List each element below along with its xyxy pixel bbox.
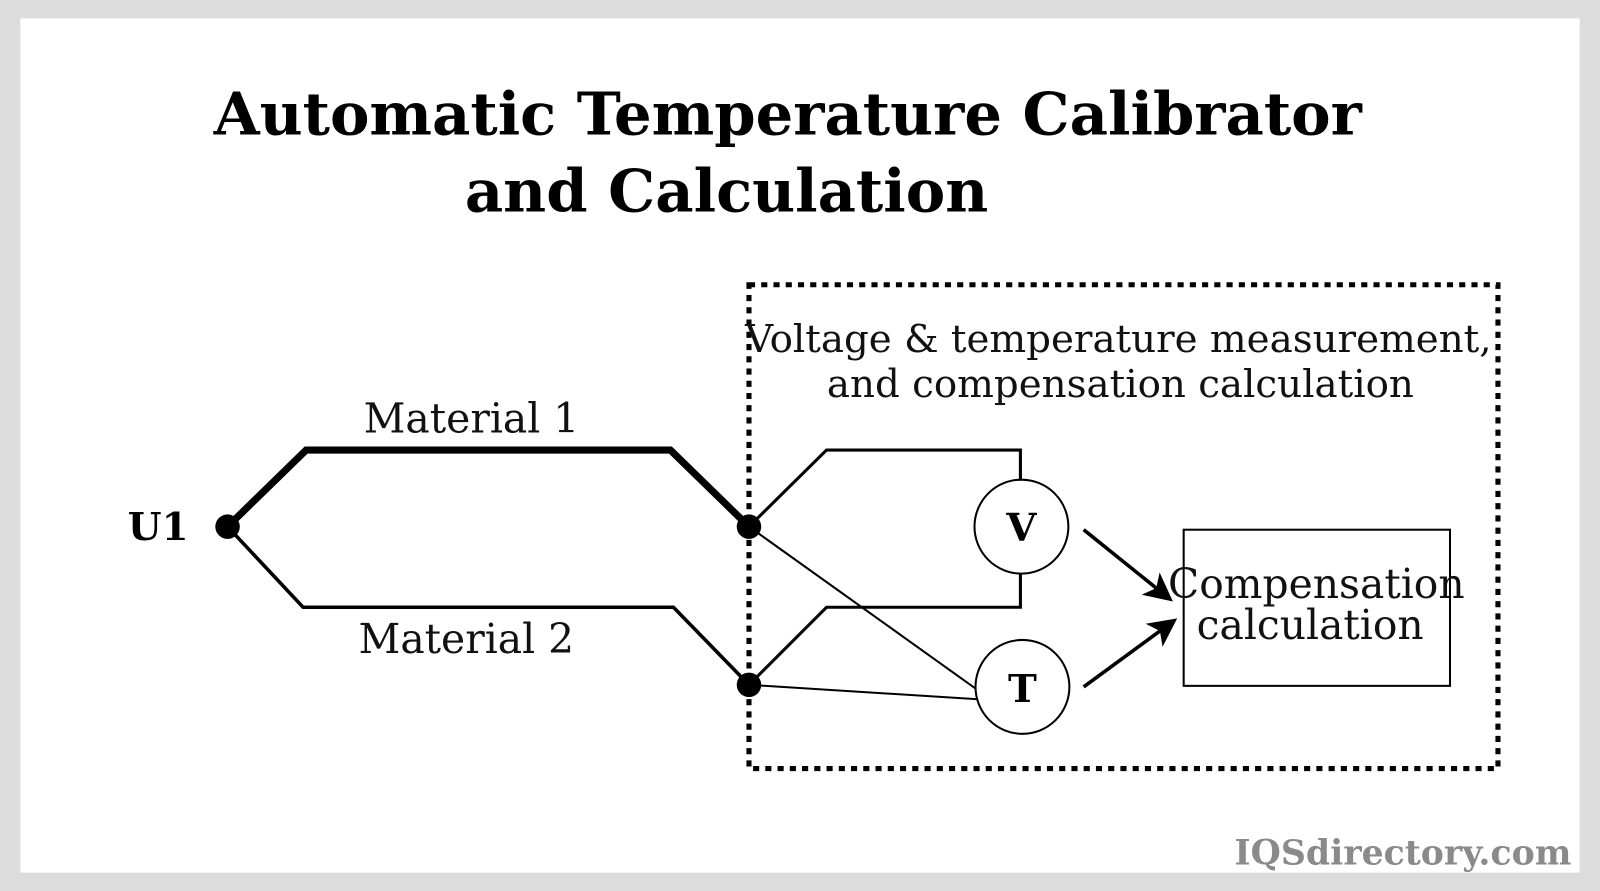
material-2-wire xyxy=(226,525,751,687)
junction-dot-u1 xyxy=(215,514,240,539)
temperature-wire-diagonal xyxy=(748,525,993,701)
junction-label-u1: U1 xyxy=(128,505,189,550)
compensation-label-line-2: calculation xyxy=(1197,601,1424,649)
material-1-wire xyxy=(225,446,752,530)
temperature-wire-straight xyxy=(748,683,992,702)
material-2-label: Material 2 xyxy=(359,615,575,663)
measurement-boundary xyxy=(746,282,1501,772)
arrow-temperature-to-compensation xyxy=(1082,618,1178,689)
voltmeter-label: V xyxy=(1005,506,1037,551)
arrow-voltage-to-compensation xyxy=(1082,528,1173,602)
voltmeter-icon xyxy=(973,478,1070,575)
compensation-box xyxy=(1182,528,1452,687)
thermometer-icon xyxy=(974,638,1071,735)
measurement-label-line-1: Voltage & temperature measurement, xyxy=(744,317,1491,362)
thermometer-label: T xyxy=(1008,667,1037,712)
canvas-background xyxy=(20,18,1580,873)
junction-dot-top xyxy=(736,514,762,539)
voltage-wire-top xyxy=(747,448,1022,528)
watermark-logo: IQSdirectory.com xyxy=(1234,832,1571,873)
voltage-wire-bottom xyxy=(747,573,1022,686)
junction-dot-bottom xyxy=(736,672,762,698)
measurement-label-line-2: and compensation calculation xyxy=(827,362,1414,407)
title-line-2: and Calculation xyxy=(465,155,988,225)
title-line-1: Automatic Temperature Calibrator xyxy=(213,79,1363,149)
compensation-label-line-1: Compensation xyxy=(1168,560,1465,608)
material-1-label: Material 1 xyxy=(364,395,580,443)
